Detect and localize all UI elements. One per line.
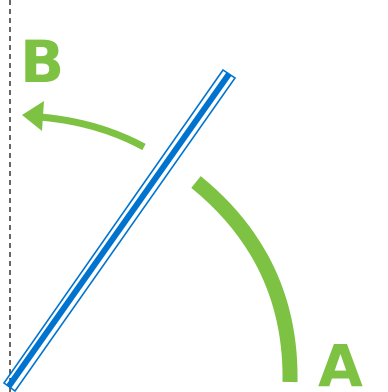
arrow-b-shaft xyxy=(39,113,146,151)
curved-arrow-b xyxy=(22,101,146,151)
label-b: B xyxy=(20,28,64,96)
tilted-bar-outline xyxy=(2,68,237,392)
arc-a xyxy=(191,176,298,383)
arrow-b-head xyxy=(22,101,44,131)
label-a: A xyxy=(318,332,363,392)
tilted-bar xyxy=(2,68,237,392)
tilted-bar-center-line xyxy=(6,72,232,388)
